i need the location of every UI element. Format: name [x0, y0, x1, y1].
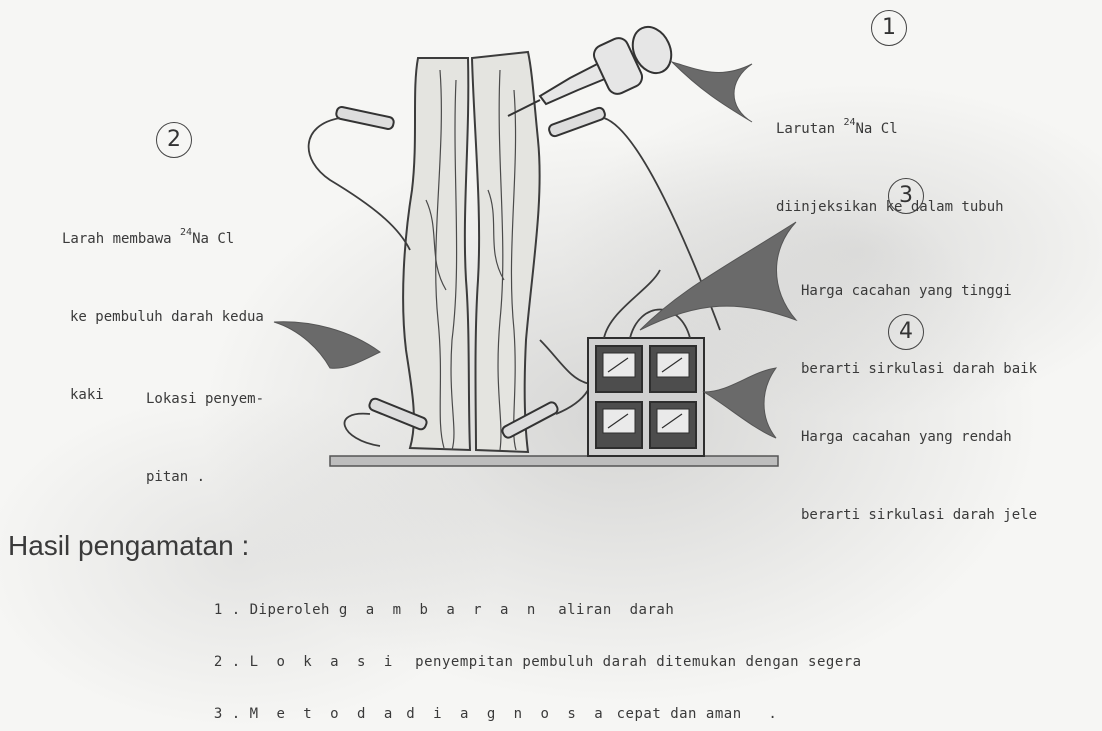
base-plate	[330, 456, 778, 466]
result-item-3: 3 . M e t o d a d i a g n o s a cepat da…	[196, 690, 777, 722]
callout-4: Harga cacahan yang rendah berarti sirkul…	[801, 372, 1037, 554]
callout-1: Larutan 24Na Cl diinjeksikan ke dalam tu…	[776, 58, 1004, 246]
legs-illustration	[403, 52, 540, 452]
counter-unit	[588, 338, 704, 456]
probes	[335, 106, 606, 439]
results-heading: Hasil pengamatan :	[8, 530, 249, 562]
result-item-1: 1 . Diperoleh g a m b a r a n aliran dar…	[196, 586, 674, 618]
result-item-2: 2 . L o k a s i penyempitan pembuluh dar…	[196, 638, 862, 670]
marker-2: 2	[156, 122, 192, 158]
marker-1: 1	[871, 10, 907, 46]
lokasi-callout: Lokasi penyem- pitan .	[146, 334, 264, 516]
